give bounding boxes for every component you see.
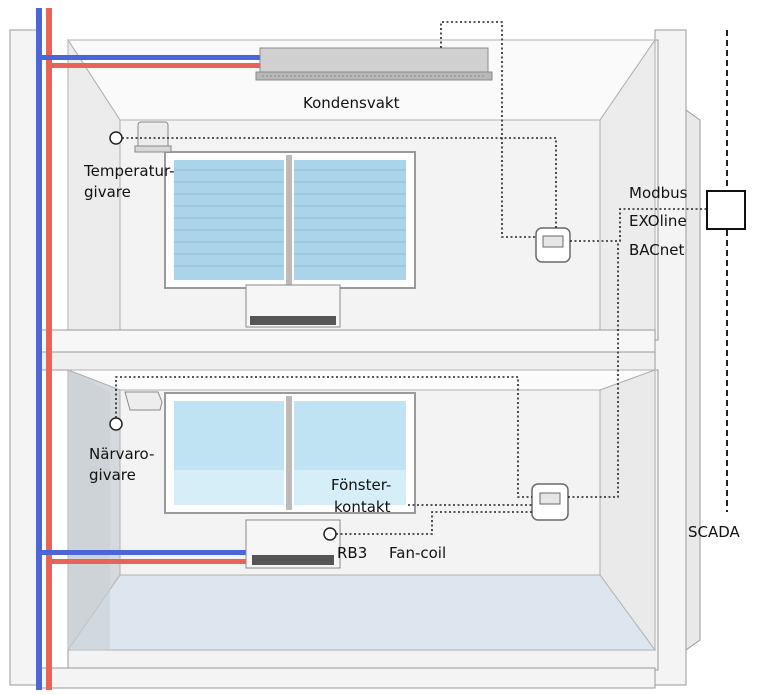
supply-pipe-lower [46,559,251,564]
label-fonster-line1: Fönster- [331,476,391,494]
label-narvaro-line2: givare [89,466,136,484]
temperature-sensor [134,121,172,153]
window-blinds [174,169,406,267]
wire-presence [115,376,532,498]
heating-pipes [36,8,266,690]
room-controller-icon [535,227,571,263]
sensor-circle-icon [323,527,337,541]
return-pipe-lower [36,550,251,555]
label-temperatur-line1: Temperatur- [83,162,175,180]
label-kondensvakt: Kondensvakt [303,94,400,112]
upper-window [164,151,416,289]
label-narvaro-line1: Närvaro- [89,445,154,463]
room-controller-icon [531,483,569,521]
return-pipe-vertical [36,8,42,690]
sensor-circle-icon [109,417,123,431]
ceiling-cooling-unit [255,47,493,81]
label-exoline: EXOline [629,212,687,230]
return-pipe-upper [36,55,266,60]
sensor-circle-icon [109,131,123,145]
label-bacnet: BACnet [629,241,684,259]
presence-sensor [124,391,163,411]
label-modbus: Modbus [629,184,688,202]
diagram-labels: Kondensvakt Temperatur- givare Modbus EX… [83,94,741,562]
supply-pipe-upper [46,63,266,68]
label-fancoil: Fan-coil [389,544,446,562]
signal-wiring [115,21,706,535]
wire-rb3 [336,511,532,535]
building-shell [9,29,701,689]
lower-window [164,392,416,514]
supply-pipe-vertical [46,8,52,690]
wire-lower-bus [568,241,619,498]
label-rb3: RB3 [337,544,367,562]
fan-coil-unit [245,519,341,569]
scada-box-icon [706,190,746,230]
wire-kondensvakt [440,21,536,238]
label-scada: SCADA [688,523,741,541]
label-temperatur-line2: givare [84,183,131,201]
label-fonster-line2: kontakt [334,498,391,516]
wire-temperature [122,137,557,228]
upper-radiator [245,284,341,328]
